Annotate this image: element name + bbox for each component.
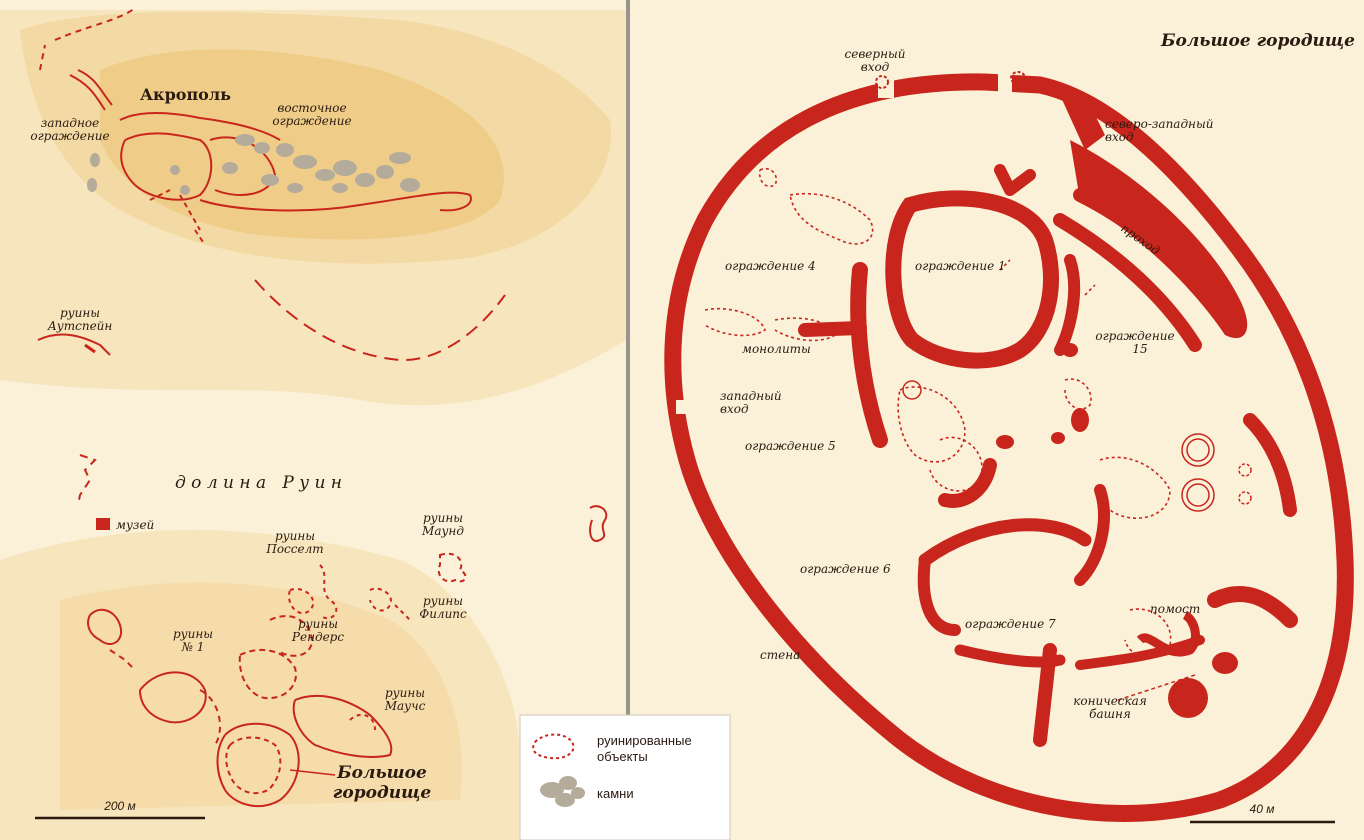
label-platform: помост [1150, 602, 1200, 616]
label-renders-1: руины [298, 617, 338, 631]
label-maund-2: Маунд [421, 524, 464, 538]
label-mauch-1: руины [385, 686, 425, 700]
label-east-enclosure-1: восточное [277, 101, 346, 115]
legend-stones-symbol [540, 776, 585, 807]
label-enclosure-7: ограждение 7 [965, 617, 1056, 631]
label-enclosure-5: ограждение 5 [745, 439, 836, 453]
legend: руинированные объекты камни [519, 714, 731, 840]
right-map: Большое городище северный вход северо-за… [630, 0, 1364, 840]
label-no1-1: руины [173, 627, 213, 641]
left-map: Акрополь западное ограждение восточное о… [0, 0, 626, 840]
label-philips-2: Филипс [419, 607, 467, 621]
label-enclosure-4: ограждение 4 [725, 259, 816, 273]
outer-wall [664, 73, 1354, 822]
label-northwest-entrance-2: вход [1105, 130, 1134, 144]
label-enclosure-15-1: ограждение [1095, 329, 1174, 343]
label-mauch-2: Маучс [384, 699, 426, 713]
label-monoliths: монолиты [742, 342, 811, 356]
label-north-entrance-2: вход [861, 60, 890, 74]
label-northwest-entrance-1: северо-западный [1105, 117, 1213, 131]
legend-ruined-1: руинированные [597, 733, 692, 748]
label-west-enclosure-2: ограждение [30, 129, 109, 143]
label-great-1: Большое [336, 763, 427, 783]
label-valley: д о л и н а Р у и н [175, 473, 342, 493]
label-east-enclosure-2: ограждение [272, 114, 351, 128]
legend-ruined-2: объекты [597, 749, 648, 764]
acropolis-stones [87, 134, 420, 195]
conical-tower [1168, 678, 1208, 718]
label-west-entrance-1: западный [720, 389, 782, 403]
label-west-entrance-2: вход [720, 402, 749, 416]
label-great-2: городище [333, 783, 432, 803]
label-museum: музей [116, 518, 154, 532]
label-maund-1: руины [423, 511, 463, 525]
enclosure-1 [885, 190, 1059, 369]
label-no1-2: № 1 [181, 640, 205, 654]
label-renders-2: Рендерс [291, 630, 344, 644]
label-enclosure-15-2: 15 [1132, 342, 1147, 356]
label-acropolis: Акрополь [140, 85, 231, 104]
panel-divider [626, 0, 630, 840]
label-scale-left: 200 м [103, 799, 136, 813]
label-posselt-1: руины [275, 529, 315, 543]
legend-stones: камни [597, 786, 634, 801]
legend-ruined-symbol [532, 733, 575, 760]
label-right-title: Большое городище [1160, 31, 1355, 51]
label-tower-1: коническая [1073, 694, 1147, 708]
label-philips-1: руины [423, 594, 463, 608]
ruined-objects [704, 167, 1172, 659]
label-north-entrance-1: северный [845, 47, 906, 61]
label-enclosure-6: ограждение 6 [800, 562, 891, 576]
label-aitspeyn-2: Аутспейн [47, 319, 113, 333]
label-scale-right: 40 м [1250, 802, 1275, 816]
label-aitspeyn-1: руины [60, 306, 100, 320]
museum-marker [96, 518, 110, 530]
label-posselt-2: Посселт [265, 542, 323, 556]
label-enclosure-1: ограждение 1 [915, 259, 1006, 273]
label-west-enclosure-1: западное [41, 116, 99, 130]
label-wall: стена [760, 648, 800, 662]
lower-ruins [77, 454, 608, 808]
acropolis-walls [37, 7, 506, 362]
label-tower-2: башня [1089, 707, 1131, 721]
